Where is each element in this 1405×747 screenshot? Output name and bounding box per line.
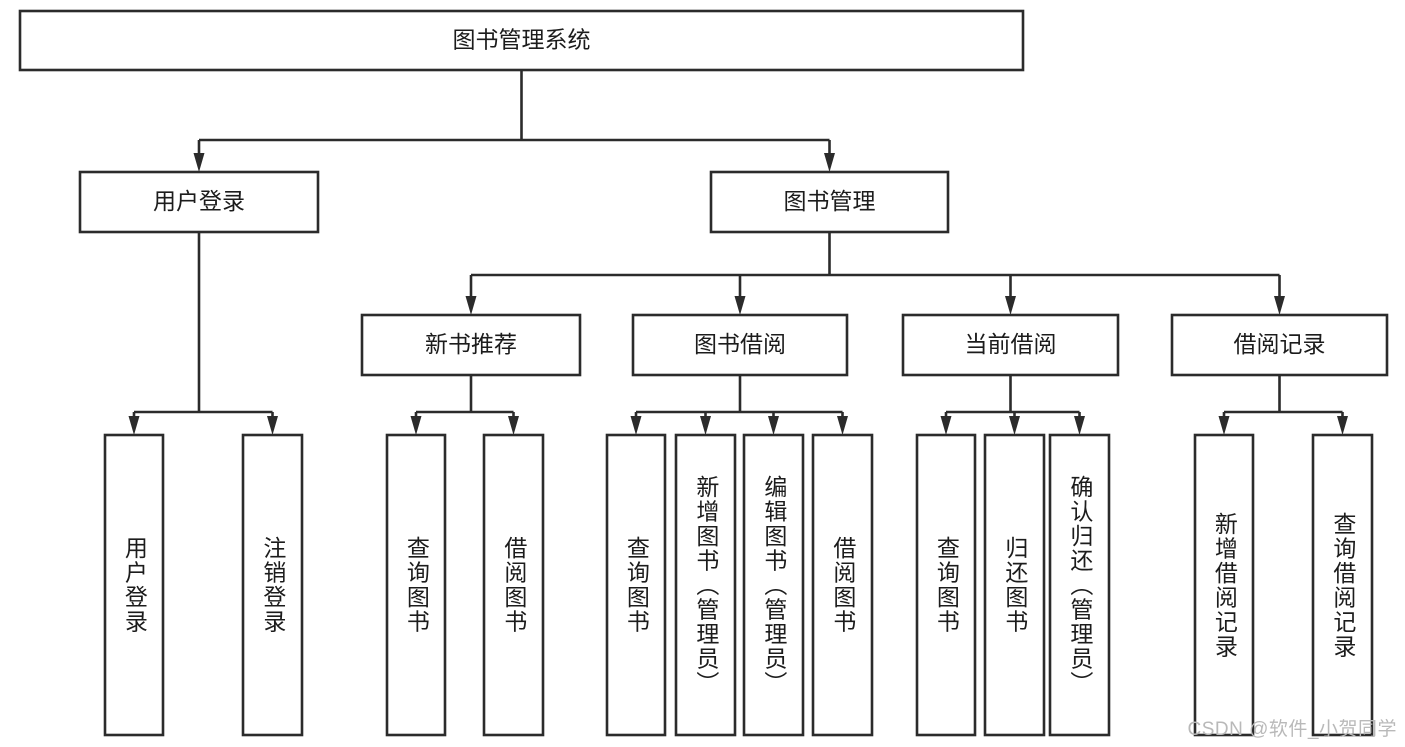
l3-1-3-arrow-1 xyxy=(1337,416,1348,435)
node-l3-0-0[interactable] xyxy=(103,433,165,737)
node-leaf-1-1-2[interactable] xyxy=(742,433,805,737)
node-box-新增图书管理员[interactable] xyxy=(674,433,737,737)
l2-0-arrow-1 xyxy=(267,416,278,435)
node-label-新书推荐: 新书推荐 xyxy=(425,331,517,357)
l2-1-arrow-1 xyxy=(734,296,746,315)
node-leaf-1-0-1[interactable] xyxy=(482,433,545,737)
node-l3-1-3[interactable]: 借阅记录 xyxy=(1170,313,1389,377)
node-box-图书管理系统[interactable] xyxy=(18,9,1025,72)
l3-1-2-arrow-1 xyxy=(1009,416,1020,435)
node-leaf-1-3-1[interactable] xyxy=(1311,433,1374,737)
l2-1-arrow-3 xyxy=(1274,296,1285,315)
node-leaf-1-1-0[interactable] xyxy=(605,433,667,737)
node-leaf-1-1-1[interactable] xyxy=(674,433,737,737)
node-box-借阅图书[interactable] xyxy=(482,433,545,737)
node-label-图书借阅: 图书借阅 xyxy=(694,331,786,357)
l3-1-1-arrow-3 xyxy=(837,416,848,435)
node-root-0[interactable]: 图书管理系统 xyxy=(18,9,1025,72)
node-label-借阅记录: 借阅记录 xyxy=(1234,331,1326,357)
node-leaf-1-2-1[interactable] xyxy=(983,433,1046,737)
node-box-借阅记录[interactable] xyxy=(1170,313,1389,377)
node-box-图书管理[interactable] xyxy=(709,170,950,234)
node-box-查询图书[interactable] xyxy=(915,433,977,737)
l3-1-0-arrow-0 xyxy=(410,416,422,435)
l2-1-arrow-2 xyxy=(1005,296,1016,315)
node-l3-1-2[interactable]: 当前借阅 xyxy=(901,313,1120,377)
node-leaf-1-1-3[interactable] xyxy=(811,433,874,737)
node-label-用户登录: 用户登录 xyxy=(153,188,245,214)
node-box-新增借阅记录[interactable] xyxy=(1193,433,1255,737)
node-box-新书推荐[interactable] xyxy=(360,313,582,377)
node-leaf-1-0-0[interactable] xyxy=(385,433,447,737)
node-l3-1-0[interactable]: 新书推荐 xyxy=(360,313,582,377)
node-box-图书借阅[interactable] xyxy=(631,313,849,377)
node-box-归还图书[interactable] xyxy=(983,433,1046,737)
node-leaf-1-2-2[interactable] xyxy=(1048,433,1111,737)
node-box-当前借阅[interactable] xyxy=(901,313,1120,377)
l2-0-arrow-0 xyxy=(128,416,140,435)
root-arrow-0 xyxy=(193,153,205,172)
node-box-用户登录[interactable] xyxy=(103,433,165,737)
node-box-注销登录[interactable] xyxy=(241,433,304,737)
node-l3-0-1[interactable] xyxy=(241,433,304,737)
node-box-确认归还管理员[interactable] xyxy=(1048,433,1111,737)
node-label-图书管理系统: 图书管理系统 xyxy=(453,27,591,53)
node-l3-1-1[interactable]: 图书借阅 xyxy=(631,313,849,377)
l3-1-1-arrow-0 xyxy=(630,416,642,435)
node-box-借阅图书[interactable] xyxy=(811,433,874,737)
node-label-当前借阅: 当前借阅 xyxy=(965,331,1057,357)
l3-1-0-arrow-1 xyxy=(508,416,519,435)
node-box-查询图书[interactable] xyxy=(385,433,447,737)
l2-1-arrow-0 xyxy=(465,296,477,315)
watermark: CSDN @软件_小贺同学 xyxy=(1187,719,1397,740)
node-leaf-1-2-0[interactable] xyxy=(915,433,977,737)
l3-1-1-arrow-1 xyxy=(700,416,711,435)
l3-1-2-arrow-0 xyxy=(940,416,952,435)
l3-1-1-arrow-2 xyxy=(768,416,779,435)
node-box-编辑图书管理员[interactable] xyxy=(742,433,805,737)
node-box-查询借阅记录[interactable] xyxy=(1311,433,1374,737)
l3-1-3-arrow-0 xyxy=(1218,416,1230,435)
l3-1-2-arrow-2 xyxy=(1074,416,1085,435)
node-l2-0[interactable]: 用户登录 xyxy=(78,170,320,234)
node-leaf-1-3-0[interactable] xyxy=(1193,433,1255,737)
root-arrow-1 xyxy=(824,153,835,172)
node-label-图书管理: 图书管理 xyxy=(784,188,876,214)
node-l2-1[interactable]: 图书管理 xyxy=(709,170,950,234)
node-box-查询图书[interactable] xyxy=(605,433,667,737)
